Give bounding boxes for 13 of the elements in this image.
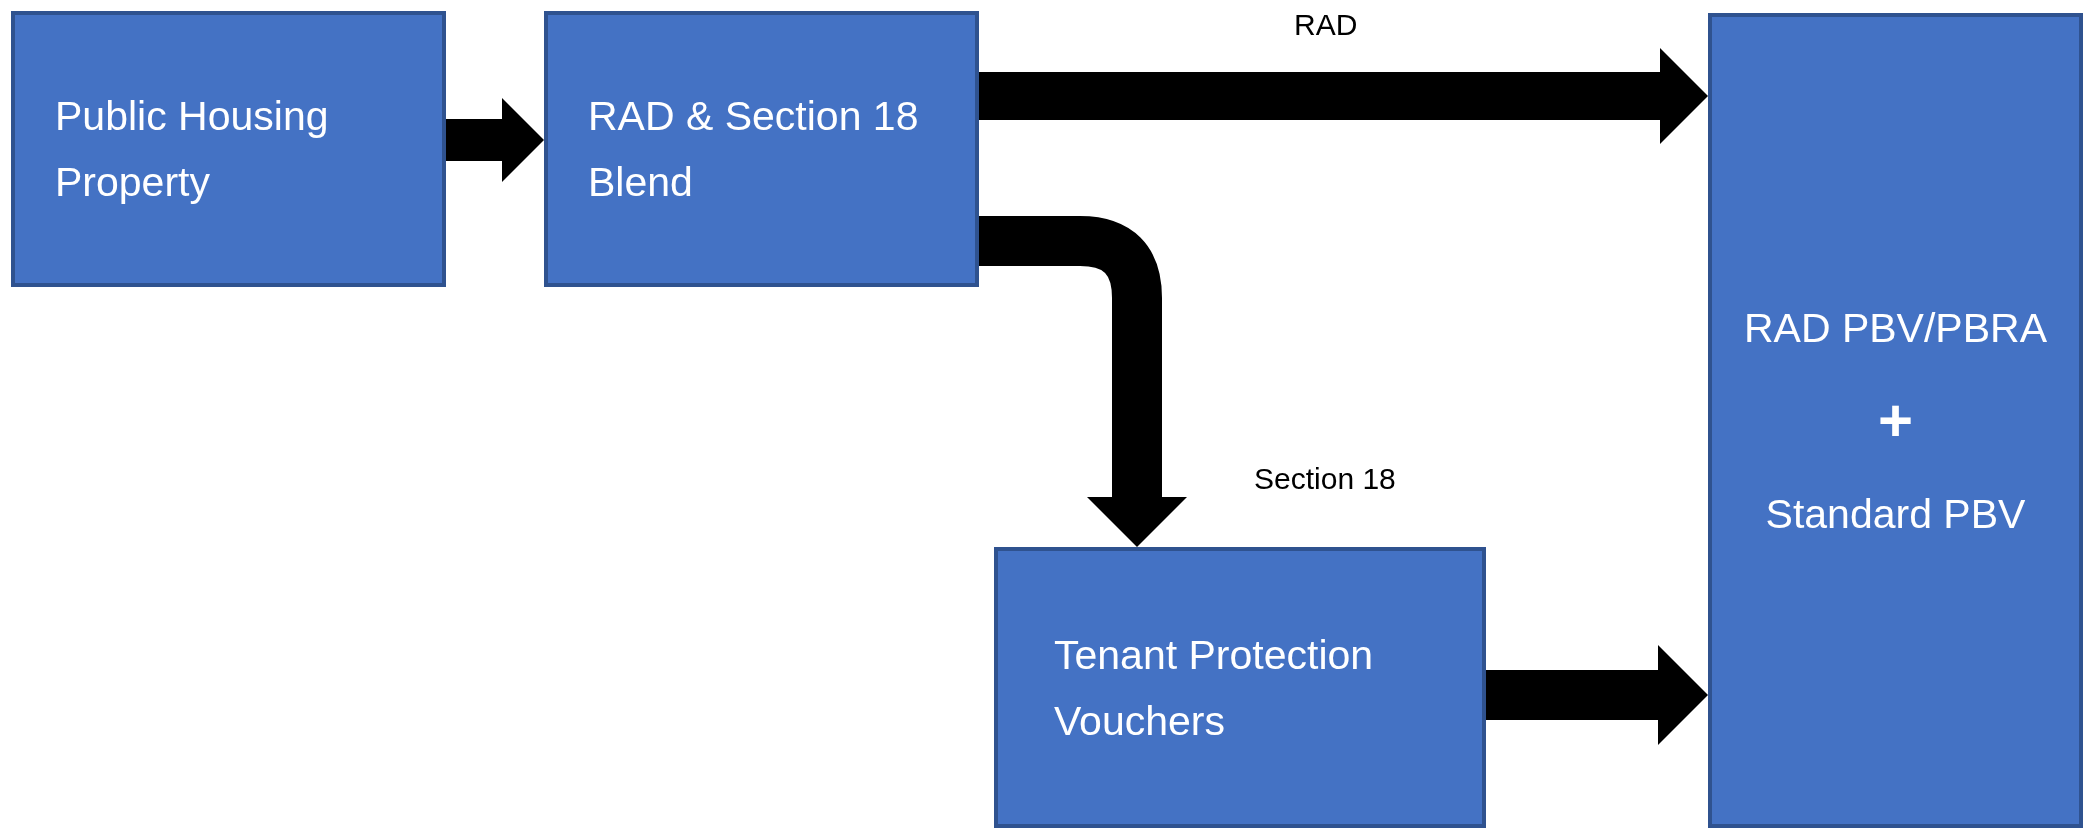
block-arrow (446, 98, 544, 182)
block-arrow (979, 48, 1708, 144)
box-text: Standard PBV (1765, 489, 2026, 539)
process-box (994, 547, 1486, 828)
box-text: RAD PBV/PBRA (1743, 303, 2047, 353)
box-text: RAD & Section 18 Blend (588, 92, 920, 207)
block-arrow (1486, 645, 1708, 745)
box-text: + (1877, 390, 1913, 451)
process-box (544, 11, 979, 287)
box-text: Tenant Protection Vouchers (1054, 630, 1375, 746)
box-text: Public Housing Property (55, 92, 330, 207)
process-box (11, 11, 446, 287)
process-box (1708, 13, 2083, 828)
